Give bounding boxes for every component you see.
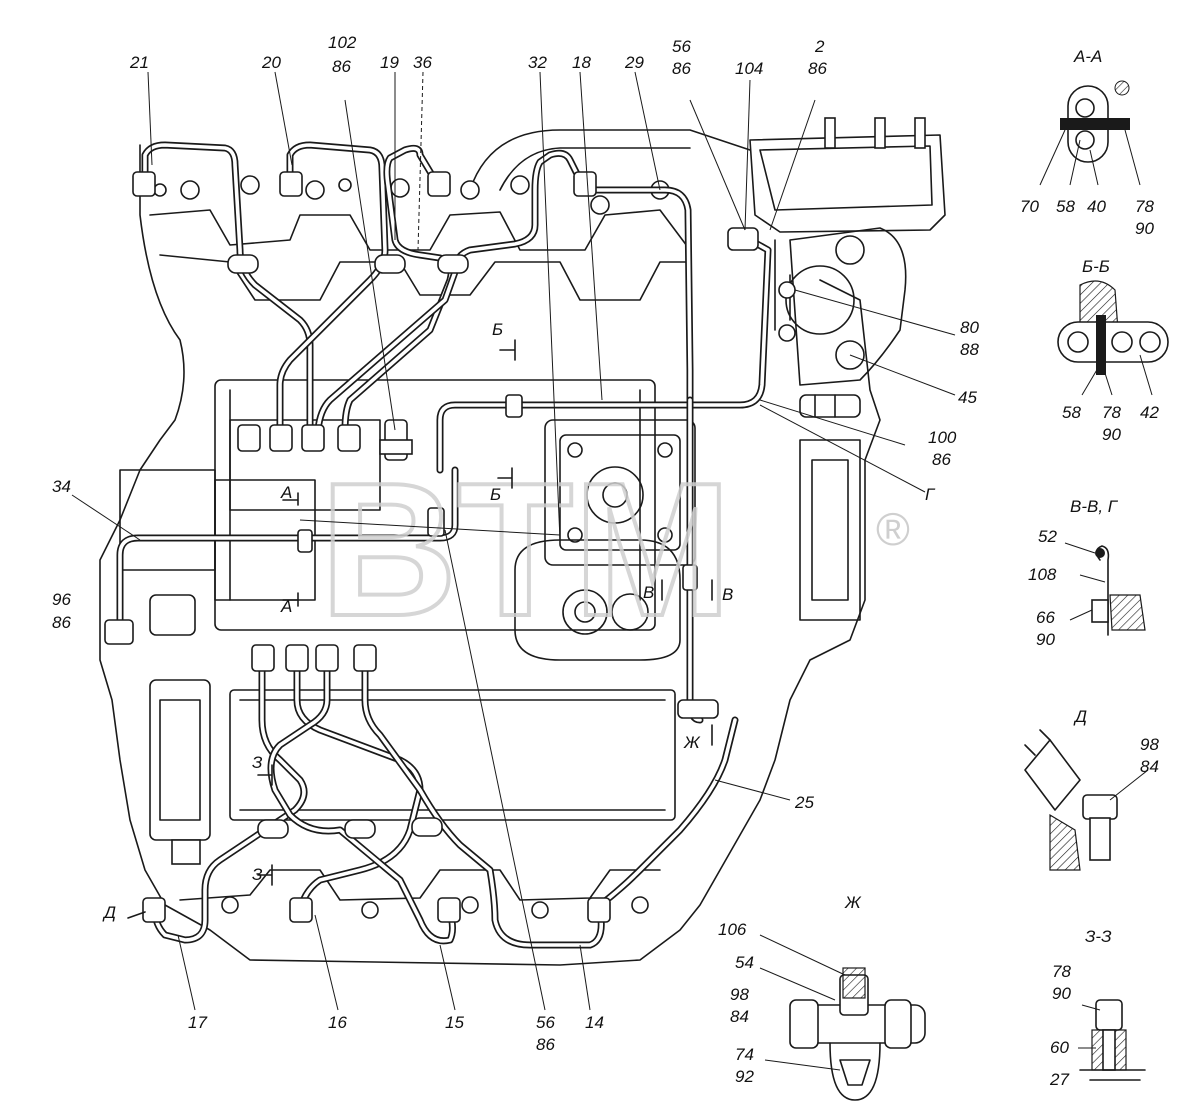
callout-2: 2: [814, 37, 825, 56]
callout-labels: 21 20 102 86 19 36 32 18 29 56 86 104 2 …: [52, 33, 1159, 1089]
callout-86-a: 86: [332, 57, 351, 76]
detail-label-58-a: 58: [1056, 197, 1075, 216]
callout-21: 21: [129, 53, 149, 72]
callout-32: 32: [528, 53, 547, 72]
detail-section-zz: [1078, 999, 1146, 1081]
detail-label-84-a: 84: [1140, 757, 1159, 776]
marker-z-bottom: З: [252, 865, 263, 884]
callout-g: Г: [925, 485, 936, 504]
fuel-filter-assembly: [749, 117, 946, 418]
section-title-d: Д: [1073, 707, 1087, 726]
marker-d: Д: [102, 903, 116, 922]
section-markers: [127, 339, 713, 919]
section-title-zh: Ж: [844, 893, 862, 912]
detail-label-108: 108: [1028, 565, 1057, 584]
callout-17: 17: [188, 1013, 207, 1032]
callout-20: 20: [261, 53, 281, 72]
callout-88: 88: [960, 340, 979, 359]
hp-fuel-pipes-bottom: [151, 661, 605, 949]
callout-15: 15: [445, 1013, 464, 1032]
detail-label-78-c: 78: [1052, 962, 1071, 981]
leader-lines: [71, 71, 956, 1011]
hp-fuel-pipes-top: [141, 141, 584, 434]
callout-86-b: 86: [672, 59, 691, 78]
detail-label-60: 60: [1050, 1038, 1069, 1057]
detail-label-98-a: 98: [1140, 735, 1159, 754]
detail-label-54: 54: [735, 953, 754, 972]
callout-102: 102: [328, 33, 357, 52]
detail-section-aa: [1039, 80, 1141, 186]
section-title-vv: В-В, Г: [1070, 497, 1119, 516]
callout-86-f: 86: [536, 1035, 555, 1054]
callout-56-bottom: 56: [536, 1013, 555, 1032]
section-title-aa: А-А: [1073, 47, 1102, 66]
detail-label-78-a: 78: [1135, 197, 1154, 216]
pipe-fittings: [104, 171, 759, 923]
detail-label-27: 27: [1049, 1070, 1069, 1089]
callout-18: 18: [572, 53, 591, 72]
detail-view-d: [1024, 729, 1149, 871]
detail-label-84-b: 84: [730, 1007, 749, 1026]
detail-label-90-c: 90: [1036, 630, 1055, 649]
section-title-bb: Б-Б: [1082, 257, 1110, 276]
section-marker-letters: Б Б А А В В Ж З З Д: [102, 320, 733, 922]
callout-45: 45: [958, 388, 977, 407]
detail-label-66: 66: [1036, 608, 1055, 627]
callout-86-e: 86: [52, 613, 71, 632]
detail-view-zh: [759, 934, 926, 1101]
callout-29: 29: [624, 53, 644, 72]
marker-b-bottom: Б: [490, 485, 501, 504]
detail-label-70: 70: [1020, 197, 1039, 216]
section-title-zz: З-З: [1085, 927, 1112, 946]
callout-19: 19: [380, 53, 399, 72]
detail-label-106: 106: [718, 920, 747, 939]
marker-z-top: З: [252, 753, 263, 772]
watermark: BTM ®: [318, 442, 910, 658]
detail-section-bb: [1057, 280, 1169, 396]
detail-label-42: 42: [1140, 403, 1159, 422]
detail-label-90-d: 90: [1052, 984, 1071, 1003]
marker-a-bottom: А: [280, 597, 292, 616]
detail-label-40: 40: [1087, 197, 1106, 216]
callout-86-d: 86: [932, 450, 951, 469]
detail-label-92: 92: [735, 1067, 754, 1086]
detail-label-74: 74: [735, 1045, 754, 1064]
detail-label-98-b: 98: [730, 985, 749, 1004]
marker-zh: Ж: [683, 733, 701, 752]
watermark-text: BTM: [320, 444, 732, 656]
callout-14: 14: [585, 1013, 604, 1032]
detail-label-90-a: 90: [1135, 219, 1154, 238]
detail-label-78-b: 78: [1102, 403, 1121, 422]
marker-a-top: А: [280, 483, 292, 502]
detail-section-vv: [1064, 542, 1146, 636]
callout-100: 100: [928, 428, 957, 447]
callout-16: 16: [328, 1013, 347, 1032]
marker-v-right: В: [722, 585, 733, 604]
engine-block: [99, 129, 881, 966]
callout-36: 36: [413, 53, 432, 72]
watermark-registered: ®: [876, 503, 910, 555]
callout-56-top: 56: [672, 37, 691, 56]
detail-label-58-b: 58: [1062, 403, 1081, 422]
detail-label-52: 52: [1038, 527, 1057, 546]
callout-86-c: 86: [808, 59, 827, 78]
callout-104: 104: [735, 59, 763, 78]
callout-34: 34: [52, 477, 71, 496]
section-titles: А-А Б-Б В-В, Г Д Ж З-З: [844, 47, 1119, 946]
marker-b-top: Б: [492, 320, 503, 339]
callout-25: 25: [794, 793, 814, 812]
callout-80: 80: [960, 318, 979, 337]
detail-label-90-b: 90: [1102, 425, 1121, 444]
marker-v-left: В: [643, 583, 654, 602]
callout-96: 96: [52, 590, 71, 609]
